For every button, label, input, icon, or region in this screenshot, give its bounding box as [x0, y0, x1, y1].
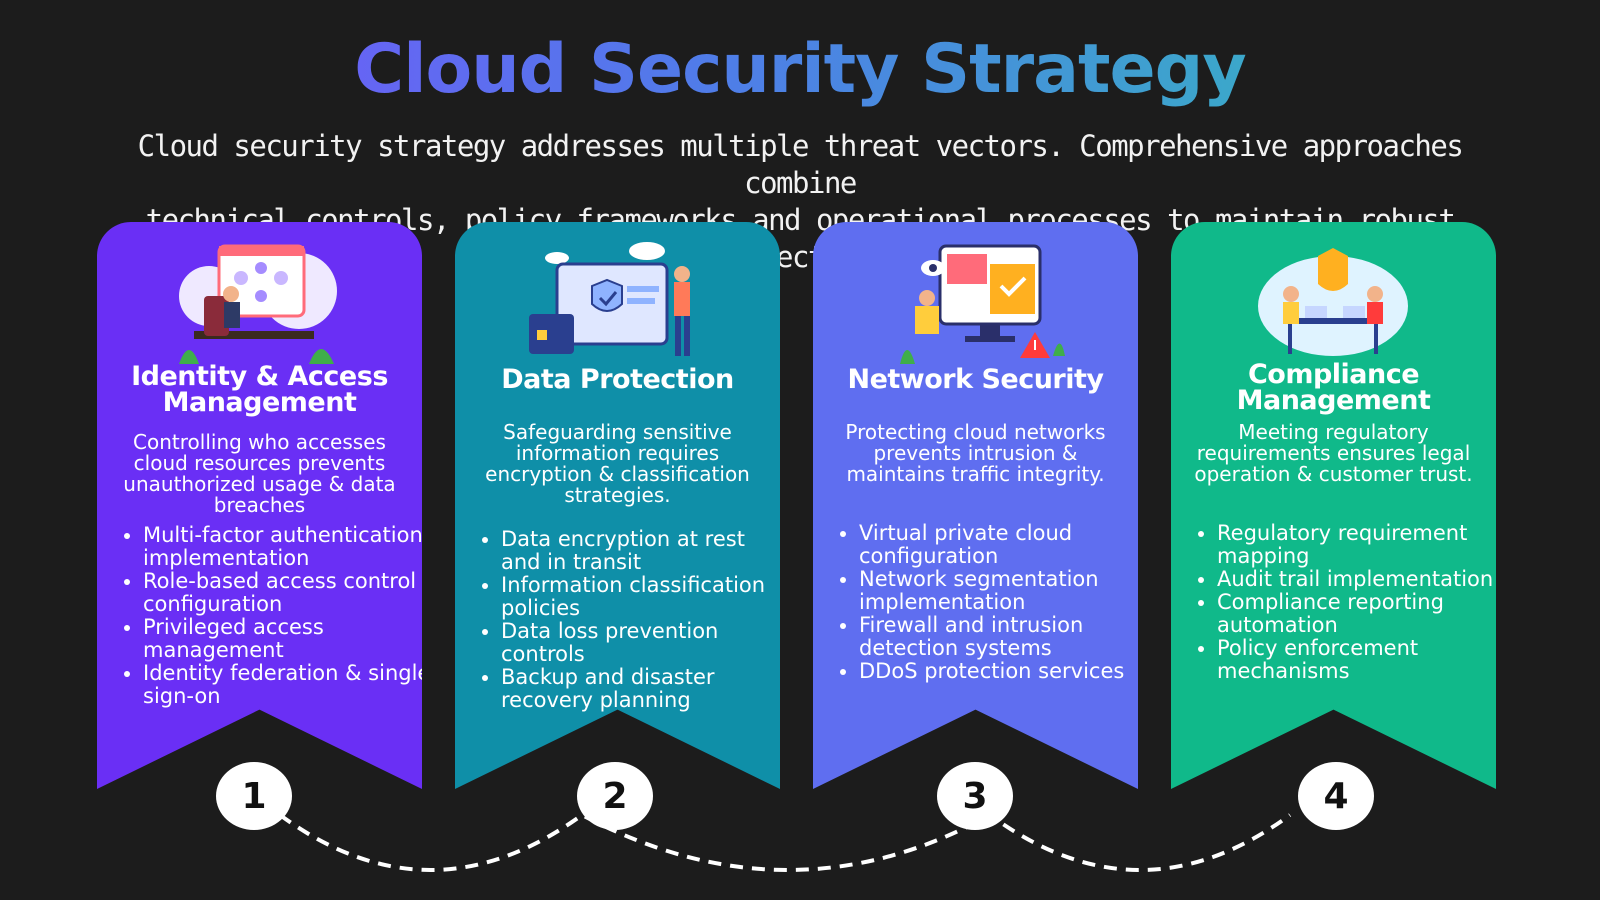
card-bullet-list: Multi-factor authentication implementati…	[119, 524, 422, 708]
list-item: Identity federation & single sign-on	[143, 662, 422, 708]
card-title: Compliance Management	[1236, 359, 1431, 416]
card-title: Identity & Access Management	[131, 361, 388, 418]
list-item: Regulatory requirement mapping	[1217, 522, 1496, 568]
card-bullet-list: Regulatory requirement mapping Audit tra…	[1193, 522, 1496, 683]
card-title: Data Protection	[501, 364, 734, 395]
card-data-protection: Data Protection Safeguarding sensitive i…	[455, 222, 780, 789]
card-bullet-list: Virtual private cloud configuration Netw…	[835, 522, 1138, 683]
card-title: Network Security	[847, 364, 1104, 395]
list-item: Data encryption at rest and in transit	[501, 528, 780, 574]
list-item: Audit trail implementation	[1217, 568, 1496, 591]
compliance-illustration-icon	[1258, 248, 1408, 356]
list-item: Compliance reporting automation	[1217, 591, 1496, 637]
card-description: Meeting regulatory requirements ensures …	[1194, 420, 1473, 486]
list-item: Network segmentation implementation	[859, 568, 1138, 614]
page-title: Cloud Security Strategy	[0, 30, 1600, 109]
card-identity-access: Identity & Access Management Controlling…	[97, 222, 422, 789]
list-item: Virtual private cloud configuration	[859, 522, 1138, 568]
list-item: Policy enforcement mechanisms	[1217, 637, 1496, 683]
step-number-badge: 2	[577, 762, 653, 830]
list-item: Privileged access management	[143, 616, 422, 662]
card-compliance: Compliance Management Meeting regulatory…	[1171, 222, 1496, 789]
card-network-security: Network Security Protecting cloud networ…	[813, 222, 1138, 789]
subtitle-line-1: Cloud security strategy addresses multip…	[137, 129, 1464, 200]
step-number-badge: 3	[937, 762, 1013, 830]
card-bullet-list: Data encryption at rest and in transit I…	[477, 528, 780, 712]
list-item: Backup and disaster recovery planning	[501, 666, 780, 712]
list-item: Role-based access control configuration	[143, 570, 422, 616]
card-description: Protecting cloud networks prevents intru…	[845, 420, 1106, 486]
list-item: Firewall and intrusion detection systems	[859, 614, 1138, 660]
card-description: Safeguarding sensitive information requi…	[485, 420, 750, 507]
step-number-badge: 1	[216, 762, 292, 830]
network-security-illustration-icon	[900, 244, 1065, 364]
access-management-illustration-icon	[179, 244, 337, 364]
list-item: Multi-factor authentication implementati…	[143, 524, 422, 570]
list-item: Information classification policies	[501, 574, 780, 620]
card-description: Controlling who accesses cloud resources…	[123, 430, 396, 517]
list-item: Data loss prevention controls	[501, 620, 780, 666]
data-protection-illustration-icon	[529, 242, 690, 356]
step-number-badge: 4	[1298, 762, 1374, 830]
list-item: DDoS protection services	[859, 660, 1138, 683]
